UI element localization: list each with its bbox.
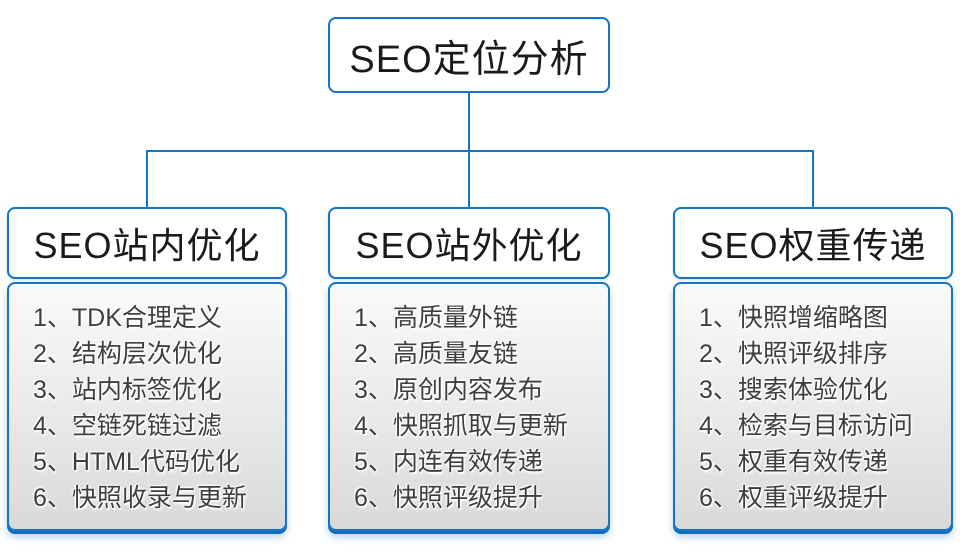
root-node-label: SEO定位分析 xyxy=(349,38,589,81)
branch-item-list: 1、高质量外链 2、高质量友链 3、原创内容发布 4、快照抓取与更新 5、内连有… xyxy=(354,300,598,516)
list-item: 1、快照增缩略图 xyxy=(699,304,888,332)
connector-right-drop-line xyxy=(812,150,814,207)
list-item: 3、站内标签优化 xyxy=(33,376,222,404)
branch-header-offsite: SEO站外优化 xyxy=(328,207,610,279)
list-item: 1、高质量外链 xyxy=(354,304,518,332)
branch-title: SEO权重传递 xyxy=(699,225,927,266)
list-item: 4、快照抓取与更新 xyxy=(354,412,568,440)
branch-weight-transfer: SEO权重传递 1、快照增缩略图 2、快照评级排序 3、搜索体验优化 4、检索与… xyxy=(673,207,953,531)
list-item: 6、权重评级提升 xyxy=(699,484,888,512)
list-item: 2、高质量友链 xyxy=(354,340,518,368)
list-item: 1、TDK合理定义 xyxy=(33,304,222,332)
branch-title: SEO站内优化 xyxy=(33,225,261,266)
branch-item-list: 1、TDK合理定义 2、结构层次优化 3、站内标签优化 4、空链死链过滤 5、H… xyxy=(33,300,275,516)
list-item: 5、权重有效传递 xyxy=(699,448,888,476)
list-item: 5、内连有效传递 xyxy=(354,448,543,476)
branch-body-onsite: 1、TDK合理定义 2、结构层次优化 3、站内标签优化 4、空链死链过滤 5、H… xyxy=(7,282,287,531)
branch-offsite-optimization: SEO站外优化 1、高质量外链 2、高质量友链 3、原创内容发布 4、快照抓取与… xyxy=(328,207,610,531)
list-item: 2、结构层次优化 xyxy=(33,340,222,368)
list-item: 4、检索与目标访问 xyxy=(699,412,913,440)
root-node-seo-positioning: SEO定位分析 xyxy=(328,17,610,93)
connector-left-drop-line xyxy=(146,150,148,207)
list-item: 3、搜索体验优化 xyxy=(699,376,888,404)
list-item: 6、快照收录与更新 xyxy=(33,484,247,512)
branch-body-offsite: 1、高质量外链 2、高质量友链 3、原创内容发布 4、快照抓取与更新 5、内连有… xyxy=(328,282,610,531)
list-item: 5、HTML代码优化 xyxy=(33,448,240,476)
list-item: 4、空链死链过滤 xyxy=(33,412,222,440)
connector-horizontal-line xyxy=(146,150,814,152)
list-item: 3、原创内容发布 xyxy=(354,376,543,404)
branch-header-onsite: SEO站内优化 xyxy=(7,207,287,279)
list-item: 2、快照评级排序 xyxy=(699,340,888,368)
branch-header-weight: SEO权重传递 xyxy=(673,207,953,279)
branch-onsite-optimization: SEO站内优化 1、TDK合理定义 2、结构层次优化 3、站内标签优化 4、空链… xyxy=(7,207,287,531)
branch-body-weight: 1、快照增缩略图 2、快照评级排序 3、搜索体验优化 4、检索与目标访问 5、权… xyxy=(673,282,953,531)
branch-item-list: 1、快照增缩略图 2、快照评级排序 3、搜索体验优化 4、检索与目标访问 5、权… xyxy=(699,300,941,516)
branch-title: SEO站外优化 xyxy=(355,225,583,266)
list-item: 6、快照评级提升 xyxy=(354,484,543,512)
